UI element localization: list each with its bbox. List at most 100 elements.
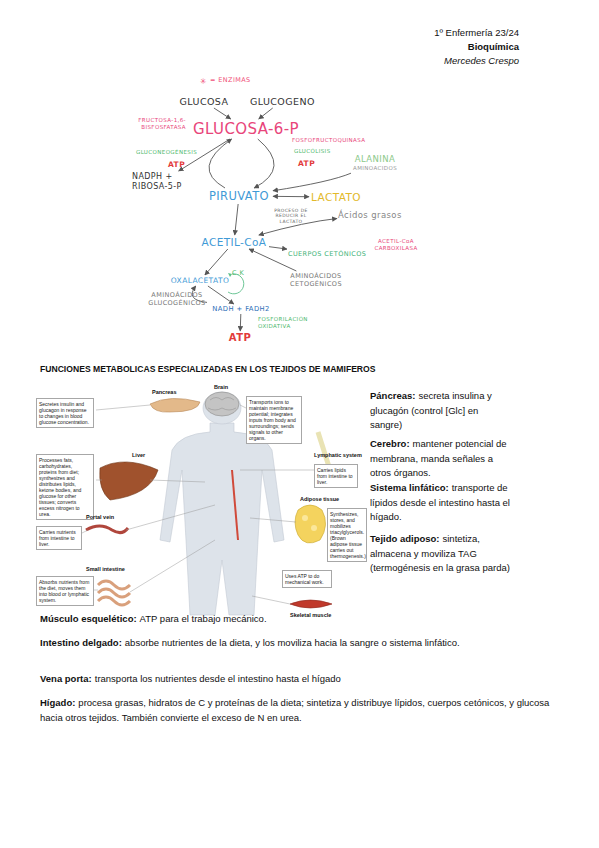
metabolite-node: LACTATO	[310, 191, 362, 203]
adipose-drawing	[295, 505, 326, 543]
pathway-arrow	[273, 196, 309, 197]
term-description: ATP para el trabajo mecánico.	[140, 613, 267, 624]
node-text: ATP	[227, 332, 253, 343]
metabolite-node: ACETIL-CoA	[200, 236, 268, 248]
annotation: ACETIL-CoA CARBOXILASA	[370, 238, 422, 251]
annotation: C.K	[232, 270, 252, 278]
brain-drawing	[205, 392, 239, 416]
node-text: GLUCOSA	[178, 96, 230, 107]
header-text: Bioquímica	[380, 41, 519, 52]
organ-label: Brain	[214, 384, 244, 391]
metabolite-node: ALANINAAMINOACIDOS	[344, 154, 406, 172]
metabolite-node: OXALACETATO	[170, 276, 230, 285]
blood-vessel	[232, 470, 238, 540]
organ-label: Small intestine	[86, 566, 136, 573]
organ-label: Skeletal muscle	[290, 612, 340, 619]
node-text: Processes fats, carbohydrates, proteins …	[39, 457, 91, 517]
callout-box: Synthesizes, stores, and mobilizes triac…	[327, 508, 367, 562]
metabolite-node: NADPH + RIBOSA-5-P	[132, 172, 190, 192]
term-heading: Tejido adiposo:	[370, 533, 440, 544]
body-silhouette	[160, 423, 284, 615]
node-text: AMINOÁCIDOS CETOGÉNICOS	[290, 272, 342, 288]
metabolite-node: CUERPOS CETÓNICOS	[288, 250, 360, 258]
head-outline	[203, 392, 241, 424]
callout-box: Carries nutrients from intestine to live…	[36, 526, 82, 550]
term-description: transporta los nutrientes desde el intes…	[95, 673, 341, 684]
annotation: FOSFOFRUCTOQUINASA	[292, 137, 372, 144]
pathway-arrow	[240, 314, 242, 331]
term-heading: Hígado:	[40, 697, 75, 708]
annotation: ATP	[168, 160, 192, 169]
annotation: PROCESO DE REDUCIR EL LACTATO	[268, 208, 314, 224]
text-paragraph: Vena porta:transporta los nutrientes des…	[40, 672, 565, 687]
organ-label: Pancreas	[152, 389, 202, 396]
muscle-drawing	[290, 600, 332, 608]
portal-vein-drawing	[86, 526, 128, 533]
term-heading: Sistema linfático:	[370, 482, 449, 493]
annotation: GLUCÓLISIS	[294, 148, 344, 155]
organ-label: Adipose tissue	[300, 496, 350, 503]
callout-box: Secretes insulin and glucagon in respons…	[36, 398, 94, 428]
pathway-arrow	[254, 139, 274, 188]
node-text: Synthesizes, stores, and mobilizes triac…	[330, 511, 364, 559]
fat-cell	[311, 525, 317, 531]
pathway-arrow	[273, 173, 351, 191]
section-heading: FUNCIONES METABOLICAS ESPECIALIZADAS EN …	[40, 364, 570, 374]
node-subtext: AMINOACIDOS	[344, 165, 406, 172]
term-heading: Cerebro:	[370, 438, 410, 449]
node-text: NADH + FADH2	[212, 305, 270, 313]
organ-label: Lymphatic system	[314, 452, 364, 459]
pathway-arrow	[214, 108, 231, 119]
metabolite-node: GLUCOSA	[178, 96, 230, 107]
node-text: ALANINA	[344, 154, 406, 165]
node-text: ACETIL-CoA	[200, 236, 268, 248]
annotation: FRUCTOSA-1,6-BISFOSFATASA	[124, 117, 186, 130]
node-text: GLUCOSA-6-P	[184, 120, 308, 138]
annotation: ATP	[298, 159, 322, 168]
node-text: Transports ions to maintain membrane pot…	[249, 399, 299, 441]
pathway-arrow	[235, 204, 238, 235]
text-paragraph: Tejido adiposo:sintetiza, almacena y mov…	[370, 532, 512, 576]
header-text: Mercedes Crespo	[380, 55, 519, 66]
callout-box: Carries lipids from intestine to liver.	[314, 464, 358, 488]
text-paragraph: Hígado:procesa grasas, hidratos de C y p…	[40, 696, 565, 725]
pathway-arrow	[209, 139, 232, 188]
text-paragraph: Páncreas:secreta insulina y glucagón (co…	[370, 389, 512, 433]
metabolite-node: GLUCOGENO	[250, 96, 312, 107]
metabolite-node: AMINOÁCIDOS CETOGÉNICOS	[290, 272, 342, 288]
annotation: = ENZIMAS	[210, 77, 270, 85]
node-text: Ácidos grasos	[338, 210, 400, 220]
edge-label: FOSFORILACIÓN OXIDATIVA	[258, 316, 322, 329]
fat-cell	[302, 515, 308, 521]
brain-folds	[208, 398, 236, 411]
header-text: 1º Enfermería 23/24	[380, 27, 519, 38]
organ-label: Liver	[132, 452, 162, 459]
node-text: Absorbs nutrients from the diet, moves t…	[39, 579, 91, 603]
organ-label: Portal vein	[86, 514, 126, 521]
node-text: AMINOÁCIDOS GLUCOGÉNICOS	[148, 291, 206, 307]
metabolite-node: GLUCOSA-6-P	[184, 120, 308, 138]
node-text: GLUCOGENO	[250, 96, 312, 107]
enzyme-star: ✳	[200, 77, 207, 86]
node-text: OXALACETATO	[170, 276, 230, 285]
metabolite-node: Ácidos grasos	[338, 210, 400, 220]
metabolite-node: ATP	[227, 332, 253, 343]
node-text: Secretes insulin and glucagon in respons…	[39, 401, 91, 425]
text-paragraph: Intestino delgado:absorbe nutrientes de …	[40, 636, 565, 651]
metabolite-node: NADH + FADH2	[212, 305, 270, 313]
node-text: CUERPOS CETÓNICOS	[288, 250, 360, 258]
small-intestine-drawing	[98, 581, 130, 605]
callout-box: Absorbs nutrients from the diet, moves t…	[36, 576, 94, 606]
pancreas-drawing	[150, 398, 200, 412]
node-text: Carries nutrients from intestine to live…	[39, 529, 79, 547]
term-heading: Intestino delgado:	[40, 637, 122, 648]
term-heading: Vena porta:	[40, 673, 92, 684]
node-text: NADPH + RIBOSA-5-P	[132, 172, 190, 192]
term-description: absorbe nutrientes de la dieta, y los mo…	[125, 637, 460, 648]
pathway-arrow	[208, 286, 234, 304]
term-heading: Músculo esquelético:	[40, 613, 137, 624]
text-paragraph: Sistema linfático:transporte de lípidos …	[370, 481, 512, 525]
pathway-arrow	[269, 247, 287, 249]
annotation: GLUCONEOGÉNESIS	[136, 149, 196, 156]
